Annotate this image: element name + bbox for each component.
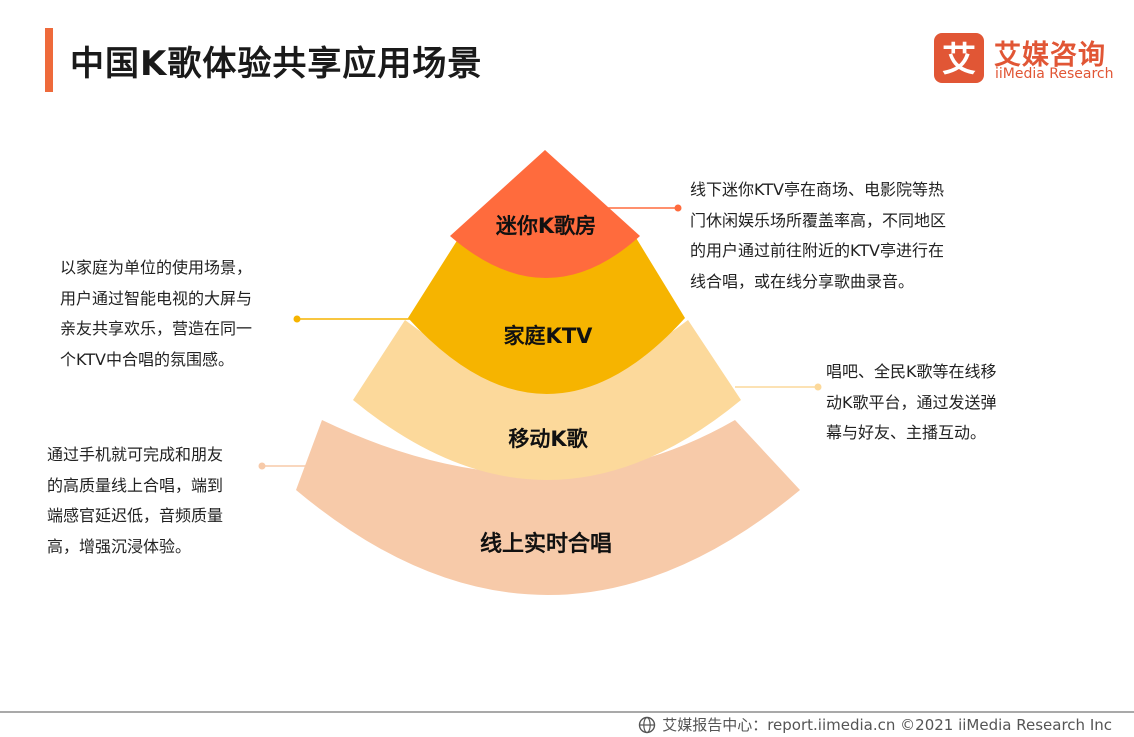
level-label-home-ktv: 家庭KTV	[504, 324, 594, 348]
title-accent-bar	[45, 28, 53, 92]
footer: 艾媒报告中心：report.iimedia.cn ©2021 iiMedia R…	[638, 714, 1112, 735]
desc-mobile-k: 唱吧、全民K歌等在线移 动K歌平台，通过发送弹 幕与好友、主播互动。	[826, 362, 997, 442]
connector-dot-mini-ktv	[674, 204, 682, 212]
level-mobile-k	[353, 320, 741, 480]
connector-dot-home-ktv	[293, 315, 301, 323]
footer-divider	[0, 711, 1134, 713]
footer-text: 艾媒报告中心：report.iimedia.cn ©2021 iiMedia R…	[662, 716, 1112, 734]
logo-mark-char: 艾	[942, 40, 976, 80]
logo-mark-icon: 艾	[934, 33, 984, 83]
level-mini-ktv	[450, 150, 640, 278]
desc-online-chorus: 通过手机就可完成和朋友 的高质量线上合唱，端到 端感官延迟低，音频质量 高，增强…	[47, 445, 224, 556]
brand-logo: 艾 艾媒咨询 iiMedia Research	[934, 33, 1116, 85]
level-label-mini-ktv: 迷你K歌房	[495, 214, 596, 238]
level-label-online-chorus: 线上实时合唱	[480, 531, 612, 557]
logo-name-cn: 艾媒咨询	[994, 40, 1106, 71]
globe-icon	[639, 716, 656, 733]
level-home-ktv	[408, 228, 685, 394]
logo-name-en: iiMedia Research	[995, 66, 1114, 82]
connector-dot-online-chorus	[258, 462, 266, 470]
connector-dot-mobile-k	[814, 383, 822, 391]
desc-mini-ktv: 线下迷你KTV亭在商场、电影院等热 门休闲娱乐场所覆盖率高，不同地区 的用户通过…	[690, 180, 947, 291]
level-label-mobile-k: 移动K歌	[508, 427, 588, 451]
page-title: 中国K歌体验共享应用场景	[70, 44, 483, 84]
level-online-chorus	[296, 420, 800, 595]
desc-home-ktv: 以家庭为单位的使用场景， 用户通过智能电视的大屏与 亲友共享欢乐，营造在同一 个…	[60, 258, 253, 369]
